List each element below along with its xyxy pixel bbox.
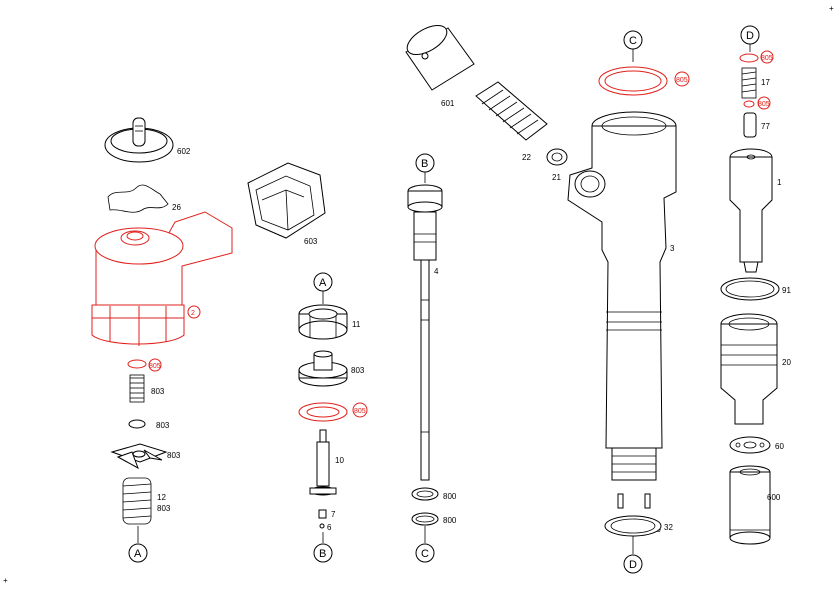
ref-marker-c <box>415 543 435 563</box>
part-803-washer <box>128 419 146 429</box>
part-11-nut <box>298 304 348 340</box>
part-60-shim <box>729 436 771 454</box>
part-22-fitting <box>475 81 548 141</box>
label-91: 91 <box>782 286 791 295</box>
label-803-b: 803 <box>156 421 170 430</box>
ref-label-c-top: C <box>629 35 637 47</box>
part-7 <box>318 509 327 519</box>
part-603-connector <box>247 162 326 239</box>
part-4-valve-rod <box>407 184 443 481</box>
label-2: 2 <box>191 310 195 317</box>
part-803-armature <box>110 443 168 470</box>
label-601: 601 <box>441 99 455 108</box>
label-26: 26 <box>172 203 181 212</box>
label-12: 12 <box>157 493 166 502</box>
part-19-pin-a <box>617 493 624 509</box>
part-805-seal-r2 <box>743 100 755 108</box>
part-12-spring <box>122 477 152 525</box>
ref-label-a-top: A <box>319 277 327 289</box>
corner-mark: + <box>829 4 834 13</box>
part-600-sleeve <box>729 465 771 545</box>
part-805-seal <box>127 359 147 369</box>
part-601-cap <box>405 24 475 91</box>
label-800-a: 800 <box>443 492 457 501</box>
label-600: 600 <box>767 493 781 502</box>
label-805-mid: 805 <box>354 408 366 415</box>
label-803-d: 803 <box>157 504 171 513</box>
label-805-top: 805 <box>676 77 688 84</box>
part-800-ring-b <box>411 512 439 526</box>
label-22: 22 <box>522 153 531 162</box>
part-803-spring <box>129 374 145 403</box>
label-6: 6 <box>327 523 332 532</box>
label-805-r2: 805 <box>758 101 770 108</box>
part-602-cap <box>104 117 174 163</box>
label-4: 4 <box>434 267 439 276</box>
label-803-c: 803 <box>167 451 181 460</box>
label-20: 20 <box>782 358 791 367</box>
ref-label-c: C <box>421 548 429 560</box>
part-91-ring <box>720 277 780 301</box>
label-803-e: 803 <box>351 366 365 375</box>
corner-mark: + <box>3 576 8 585</box>
part-3-injector-body <box>567 111 677 481</box>
label-60: 60 <box>775 442 784 451</box>
label-10: 10 <box>335 456 344 465</box>
part-805-ring-top <box>598 66 668 96</box>
label-602: 602 <box>177 147 191 156</box>
part-803-valve-piece <box>298 350 348 387</box>
label-1: 1 <box>777 178 782 187</box>
ref-marker-b <box>313 543 333 563</box>
label-800-b: 800 <box>443 516 457 525</box>
part-805-seal-r1 <box>739 53 759 63</box>
label-3: 3 <box>670 244 675 253</box>
part-21-ring <box>546 148 568 166</box>
ref-marker-a <box>128 543 148 563</box>
label-32: 32 <box>664 523 673 532</box>
ref-label-a: A <box>134 548 142 560</box>
part-6 <box>319 523 325 529</box>
label-803-a: 803 <box>151 387 165 396</box>
part-800-ring-a <box>411 487 439 501</box>
part-26-clip <box>107 184 169 213</box>
ref-label-b-top: B <box>421 158 428 170</box>
part-1-nozzle <box>729 148 773 273</box>
label-7: 7 <box>331 510 336 519</box>
part-2-solenoid <box>91 211 233 346</box>
label-11: 11 <box>352 320 361 329</box>
label-603: 603 <box>304 237 318 246</box>
label-77: 77 <box>761 122 770 131</box>
part-10-valve-stem <box>309 429 337 496</box>
part-805-ring-mid <box>298 402 348 422</box>
part-17-spring <box>741 67 757 99</box>
label-17: 17 <box>761 78 770 87</box>
label-21: 21 <box>552 173 561 182</box>
ref-label-d-top: D <box>746 30 754 42</box>
label-805-r1: 805 <box>761 55 773 62</box>
ref-marker-d <box>623 554 643 574</box>
part-19-pin-b <box>644 493 651 509</box>
part-20-nozzle-nut <box>720 313 778 425</box>
label-805-left: 805 <box>149 363 161 370</box>
ref-label-b: B <box>319 548 326 560</box>
part-77-pin <box>743 112 757 138</box>
ref-label-d: D <box>629 559 637 571</box>
